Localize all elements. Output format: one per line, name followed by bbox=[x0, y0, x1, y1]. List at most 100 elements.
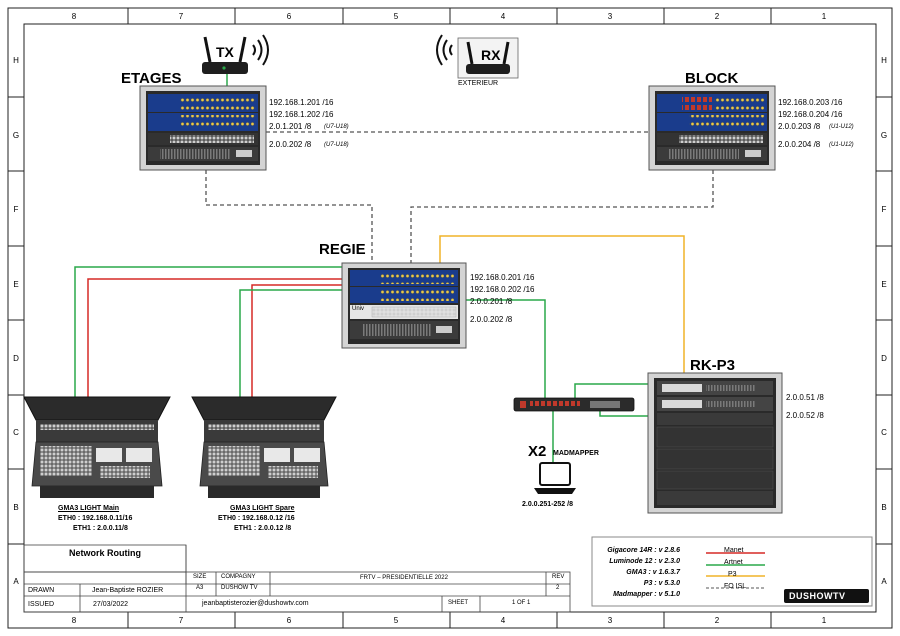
sheet-value: 1 OF 1 bbox=[512, 600, 531, 606]
etages-note-1: (U7-U18) bbox=[324, 124, 349, 130]
rx-label: RX bbox=[481, 47, 501, 63]
block-ip-1: 192.168.0.203 /16 bbox=[778, 98, 843, 107]
univ-label: Univ bbox=[352, 306, 365, 312]
legend-p3-label: P3 bbox=[728, 571, 737, 578]
console-spare-title: GMA3 LIGHT Spare bbox=[230, 505, 295, 512]
row-label: H bbox=[881, 56, 887, 65]
x2-label: X2 bbox=[528, 443, 547, 460]
col-label: 8 bbox=[72, 12, 77, 21]
legend-fo-label: FO ISL bbox=[724, 583, 747, 590]
artnet-link-regie-switch bbox=[432, 299, 546, 398]
etages-ip-3: 2.0.1.201 /8 bbox=[269, 122, 312, 131]
etages-ip-2: 192.168.1.202 /16 bbox=[269, 110, 334, 119]
sheet-label: SHEET bbox=[448, 600, 469, 606]
version-gigacore: Gigacore 14R : v 2.8.6 bbox=[607, 547, 680, 554]
console-main bbox=[23, 396, 171, 498]
fo-isl-links bbox=[205, 131, 714, 265]
manet-links bbox=[87, 278, 371, 397]
console-main-eth0: ETH0 : 192.168.0.11/16 bbox=[58, 515, 133, 522]
manet-link-main bbox=[87, 278, 371, 397]
row-label: F bbox=[14, 205, 19, 214]
col-label: 1 bbox=[822, 616, 827, 625]
legend-artnet-label: Artnet bbox=[724, 559, 743, 566]
title-block-lines bbox=[23, 544, 571, 613]
p3-link bbox=[439, 235, 685, 388]
tx-label: TX bbox=[216, 44, 234, 60]
issued-label: ISSUED bbox=[28, 601, 55, 608]
rx-receiver bbox=[436, 34, 519, 79]
drawing-title: Network Routing bbox=[69, 548, 141, 558]
rack-block bbox=[648, 85, 776, 171]
row-label: G bbox=[13, 131, 19, 140]
drawn-label: DRAWN bbox=[28, 587, 55, 594]
version-madmapper: Madmapper : v 5.1.0 bbox=[613, 591, 680, 598]
row-label: C bbox=[881, 428, 887, 437]
frame-ticks bbox=[8, 8, 892, 628]
col-label: 6 bbox=[287, 616, 292, 625]
dushowtv-logo bbox=[784, 589, 869, 603]
version-p3: P3 : v 5.3.0 bbox=[643, 580, 680, 587]
etages-label: ETAGES bbox=[121, 70, 182, 87]
console-main-eth1: ETH1 : 2.0.0.11/8 bbox=[73, 525, 128, 532]
block-ip-2: 192.168.0.204 /16 bbox=[778, 110, 843, 119]
block-label: BLOCK bbox=[685, 70, 739, 87]
row-label: B bbox=[881, 503, 886, 512]
artnet-link-spare bbox=[239, 289, 371, 397]
col-label: 3 bbox=[608, 616, 613, 625]
fo-link-etages-regie bbox=[205, 170, 373, 265]
col-label: 4 bbox=[501, 616, 506, 625]
col-label: 7 bbox=[179, 12, 184, 21]
logo-text: DUSHOWTV bbox=[789, 591, 846, 601]
col-label: 5 bbox=[394, 616, 399, 625]
col-label: 5 bbox=[394, 12, 399, 21]
col-label: 2 bbox=[715, 12, 720, 21]
block-ip-4: 2.0.0.204 /8 bbox=[778, 140, 821, 149]
console-spare-eth0: ETH0 : 192.168.0.12 /16 bbox=[218, 515, 295, 522]
console-main-title: GMA3 LIGHT Main bbox=[58, 505, 120, 512]
drawn-value: Jean-Baptiste ROZIER bbox=[92, 587, 164, 594]
col-label: 6 bbox=[287, 12, 292, 21]
manet-link-spare bbox=[251, 284, 371, 397]
col-label: 1 bbox=[822, 12, 827, 21]
row-label: C bbox=[13, 428, 19, 437]
block-note-2: (U1-U12) bbox=[829, 142, 854, 148]
version-luminode: Luminode 12 : v 2.3.0 bbox=[609, 558, 680, 565]
artnet-link-switch-rk1 bbox=[574, 383, 662, 398]
etages-ip-4: 2.0.0.202 /8 bbox=[269, 140, 312, 149]
row-label: B bbox=[13, 503, 18, 512]
tx-transmitter bbox=[202, 34, 269, 74]
rev-label: REV bbox=[552, 574, 565, 580]
rack-regie bbox=[341, 262, 467, 349]
size-label: SIZE bbox=[193, 574, 207, 580]
fo-link-block-regie bbox=[410, 170, 714, 265]
rk-ip-1: 2.0.0.51 /8 bbox=[786, 393, 824, 402]
grid-labels: 8 7 6 5 4 3 2 1 8 7 6 5 4 3 2 1 H G F E … bbox=[13, 12, 887, 625]
console-spare-eth1: ETH1 : 2.0.0.12 /8 bbox=[234, 525, 292, 532]
row-label: E bbox=[881, 280, 886, 289]
col-label: 4 bbox=[501, 12, 506, 21]
regie-ip-3: 2.0.0.201 /8 bbox=[470, 297, 513, 306]
versions-list: Gigacore 14R : v 2.8.6 Luminode 12 : v 2… bbox=[602, 545, 680, 600]
version-gma3: GMA3 : v 1.6.3.7 bbox=[626, 569, 680, 576]
switch-fx bbox=[513, 397, 635, 412]
etages-note-2: (U7-U18) bbox=[324, 142, 349, 148]
row-label: D bbox=[13, 354, 19, 363]
row-label: A bbox=[13, 577, 19, 586]
col-label: 3 bbox=[608, 12, 613, 21]
issued-value: 27/03/2022 bbox=[93, 601, 129, 608]
legend-manet-label: Manet bbox=[724, 547, 744, 554]
size-value: A3 bbox=[196, 585, 204, 591]
madmapper-ip: 2.0.0.251-252 /8 bbox=[522, 501, 573, 508]
regie-ip-1: 192.168.0.201 /16 bbox=[470, 273, 535, 282]
block-ip-3: 2.0.0.203 /8 bbox=[778, 122, 821, 131]
laptop-madmapper bbox=[534, 462, 576, 494]
rx-caption: EXTERIEUR bbox=[458, 80, 499, 87]
row-label: H bbox=[13, 56, 19, 65]
rk-ip-2: 2.0.0.52 /8 bbox=[786, 411, 824, 420]
company-value: DUSHOW TV bbox=[221, 585, 258, 591]
console-spare bbox=[191, 396, 337, 498]
row-label: D bbox=[881, 354, 887, 363]
madmapper-label: MADMAPPER bbox=[553, 450, 599, 457]
regie-ip-2: 192.168.0.202 /16 bbox=[470, 285, 535, 294]
company-label: COMPAGNY bbox=[221, 574, 256, 580]
